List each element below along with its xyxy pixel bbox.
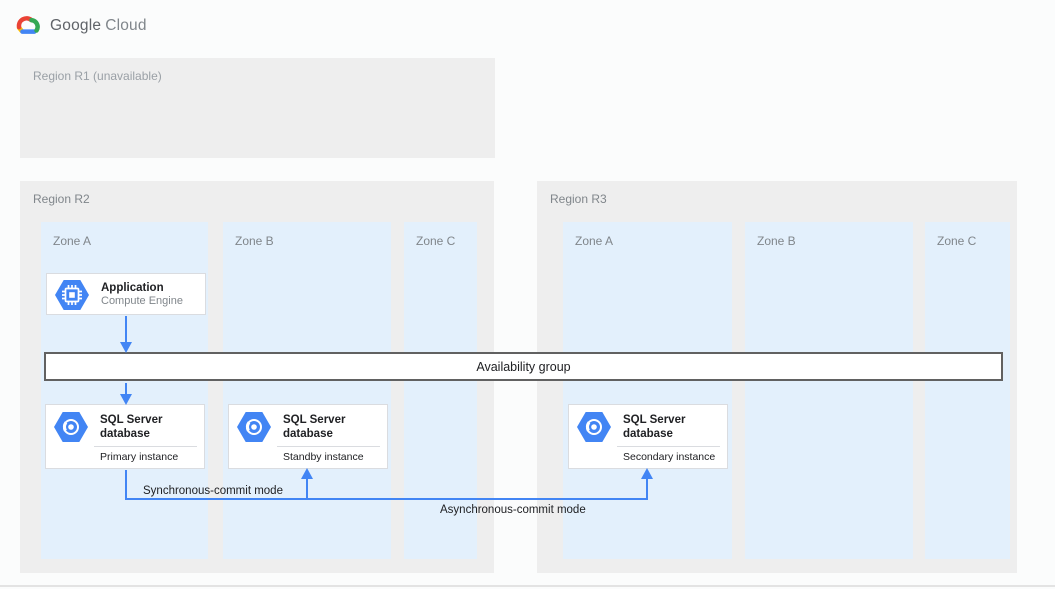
application-card-subtitle: Compute Engine xyxy=(101,295,183,307)
region-r3-zone-b-label: Zone B xyxy=(757,234,796,248)
logo-text-cloud: Cloud xyxy=(105,17,147,34)
region-r3-zone-c: Zone C xyxy=(925,222,1010,559)
region-r3-zone-c-label: Zone C xyxy=(937,234,977,248)
card-divider xyxy=(94,446,197,447)
region-r3-zone-a: Zone A xyxy=(563,222,732,559)
sql-standby-card: SQL Server database Standby instance xyxy=(228,404,388,469)
region-r1-label: Region R1 (unavailable) xyxy=(33,69,162,83)
cloud-sql-icon xyxy=(237,412,271,442)
sql-primary-title: SQL Server database xyxy=(100,414,163,440)
asynchronous-commit-label: Asynchronous-commit mode xyxy=(440,504,586,516)
logo-text-google: Google xyxy=(50,17,102,34)
card-divider xyxy=(277,446,380,447)
sql-standby-instance-label: Standby instance xyxy=(283,451,364,463)
region-r1-box: Region R1 (unavailable) xyxy=(20,58,495,158)
region-r2-zone-c: Zone C xyxy=(404,222,477,559)
card-divider xyxy=(617,446,720,447)
region-r2-label: Region R2 xyxy=(33,192,90,206)
cloud-sql-icon xyxy=(54,412,88,442)
cloud-sql-icon xyxy=(577,412,611,442)
sql-secondary-instance-label: Secondary instance xyxy=(623,451,716,463)
region-r2-zone-b: Zone B xyxy=(223,222,391,559)
sql-secondary-card: SQL Server database Secondary instance xyxy=(568,404,728,469)
application-card-title: Application xyxy=(101,282,164,294)
page-bottom-divider xyxy=(0,585,1055,587)
region-r2-zone-a-label: Zone A xyxy=(53,234,92,248)
sql-secondary-title: SQL Server database xyxy=(623,414,686,440)
synchronous-commit-label: Synchronous-commit mode xyxy=(143,485,283,497)
availability-group-banner: Availability group xyxy=(44,352,1003,381)
sql-standby-title: SQL Server database xyxy=(283,414,346,440)
google-cloud-icon xyxy=(16,16,40,34)
sql-primary-instance-label: Primary instance xyxy=(100,451,179,463)
region-r3-label: Region R3 xyxy=(550,192,607,206)
region-r3-zone-a-label: Zone A xyxy=(575,234,614,248)
sql-primary-card: SQL Server database Primary instance xyxy=(45,404,205,469)
region-r2-zone-c-label: Zone C xyxy=(416,234,456,248)
compute-engine-icon xyxy=(55,280,89,310)
application-card: Application Compute Engine xyxy=(46,273,206,315)
availability-group-label: Availability group xyxy=(476,359,571,374)
region-r2-zone-b-label: Zone B xyxy=(235,234,274,248)
region-r3-zone-b: Zone B xyxy=(745,222,913,559)
